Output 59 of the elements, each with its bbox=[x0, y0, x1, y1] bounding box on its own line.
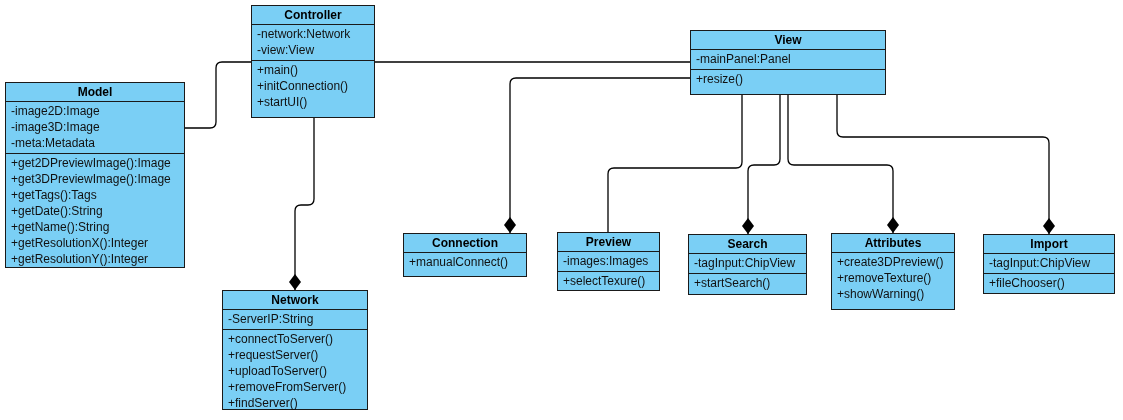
class-name: Preview bbox=[558, 233, 659, 252]
class-box bbox=[222, 290, 368, 410]
method-text: +fileChooser() bbox=[988, 275, 1066, 291]
class-name: Import bbox=[984, 235, 1114, 254]
attribute-text: -images:Images bbox=[562, 253, 650, 269]
method-text: +selectTexure() bbox=[562, 273, 647, 289]
composition-line bbox=[742, 94, 781, 235]
method-text: +connectToServer() bbox=[227, 331, 335, 347]
association-line bbox=[184, 61, 252, 129]
method-text: +getDate():String bbox=[10, 203, 104, 219]
class-name: Model bbox=[6, 83, 184, 102]
method-text: +getResolutionX():Integer bbox=[10, 235, 150, 251]
method-text: +startSearch() bbox=[693, 275, 772, 291]
class-box bbox=[251, 5, 375, 118]
attribute-text: -network:Network bbox=[256, 26, 352, 42]
class-name: Attributes bbox=[832, 234, 954, 253]
attribute-text: -image3D:Image bbox=[10, 119, 101, 135]
composition-line bbox=[836, 94, 1055, 235]
method-text: +requestServer() bbox=[227, 347, 320, 363]
method-text: +manualConnect() bbox=[408, 254, 510, 270]
class-box bbox=[5, 82, 185, 268]
class-box bbox=[690, 30, 886, 95]
method-text: +get2DPreviewImage():Image bbox=[10, 155, 172, 171]
method-text: +getResolutionY():Integer bbox=[10, 251, 150, 267]
attribute-text: -mainPanel:Panel bbox=[695, 51, 792, 67]
composition-line bbox=[504, 77, 691, 234]
class-name: View bbox=[691, 31, 885, 50]
association-line bbox=[607, 94, 743, 233]
attribute-text: -tagInput:ChipView bbox=[693, 255, 797, 271]
class-box bbox=[688, 234, 807, 295]
method-text: +resize() bbox=[695, 71, 744, 87]
class-box bbox=[983, 234, 1115, 294]
method-text: +startUI() bbox=[256, 94, 309, 110]
method-text: +create3DPreview() bbox=[836, 254, 945, 270]
attribute-text: -ServerIP:String bbox=[227, 311, 315, 327]
class-name: Search bbox=[689, 235, 806, 254]
method-text: +removeFromServer() bbox=[227, 379, 348, 395]
association-line bbox=[374, 61, 691, 63]
class-name: Network bbox=[223, 291, 367, 310]
attribute-text: -image2D:Image bbox=[10, 103, 101, 119]
class-box bbox=[403, 233, 527, 277]
class-box bbox=[831, 233, 955, 310]
method-text: +getTags():Tags bbox=[10, 187, 98, 203]
composition-line bbox=[787, 94, 899, 234]
class-box bbox=[557, 232, 660, 291]
composition-line bbox=[289, 117, 315, 291]
method-text: +getName():String bbox=[10, 219, 111, 235]
attribute-text: -tagInput:ChipView bbox=[988, 255, 1092, 271]
method-text: +removeTexture() bbox=[836, 270, 933, 286]
method-text: +initConnection() bbox=[256, 78, 350, 94]
class-name: Controller bbox=[252, 6, 374, 25]
method-text: +uploadToServer() bbox=[227, 363, 329, 379]
method-text: +showWarning() bbox=[836, 286, 926, 302]
class-name: Connection bbox=[404, 234, 526, 253]
method-text: +findServer() bbox=[227, 395, 299, 411]
attribute-text: -view:View bbox=[256, 42, 316, 58]
method-text: +main() bbox=[256, 62, 299, 78]
method-text: +get3DPreviewImage():Image bbox=[10, 171, 172, 187]
attribute-text: -meta:Metadata bbox=[10, 135, 97, 151]
